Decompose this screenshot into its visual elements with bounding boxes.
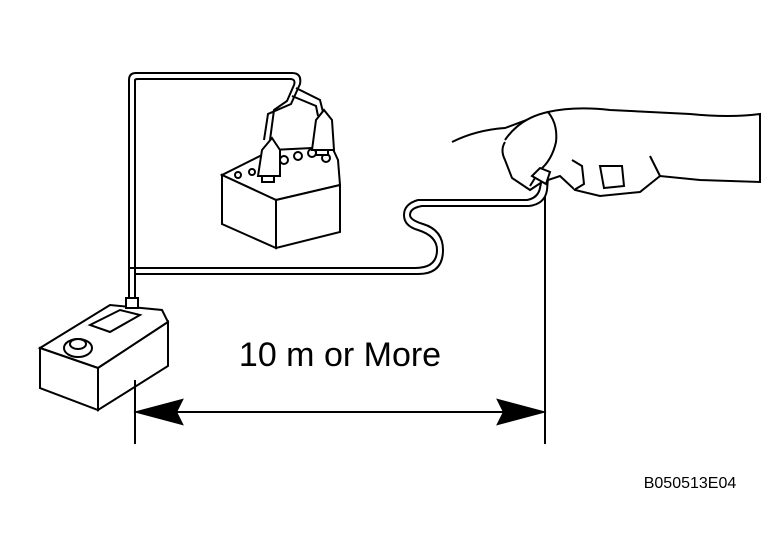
control-unit-box-icon <box>37 297 170 412</box>
dimension-lines <box>133 196 547 444</box>
hand-holding-connector-icon <box>451 107 761 198</box>
reference-code: B050513E04 <box>644 475 737 492</box>
battery-cable <box>128 72 325 300</box>
sensor-cable <box>128 177 549 300</box>
distance-label: 10 m or More <box>239 336 441 374</box>
left-arrowhead <box>133 398 184 426</box>
right-arrowhead <box>496 398 547 426</box>
car-battery-icon <box>219 108 342 250</box>
